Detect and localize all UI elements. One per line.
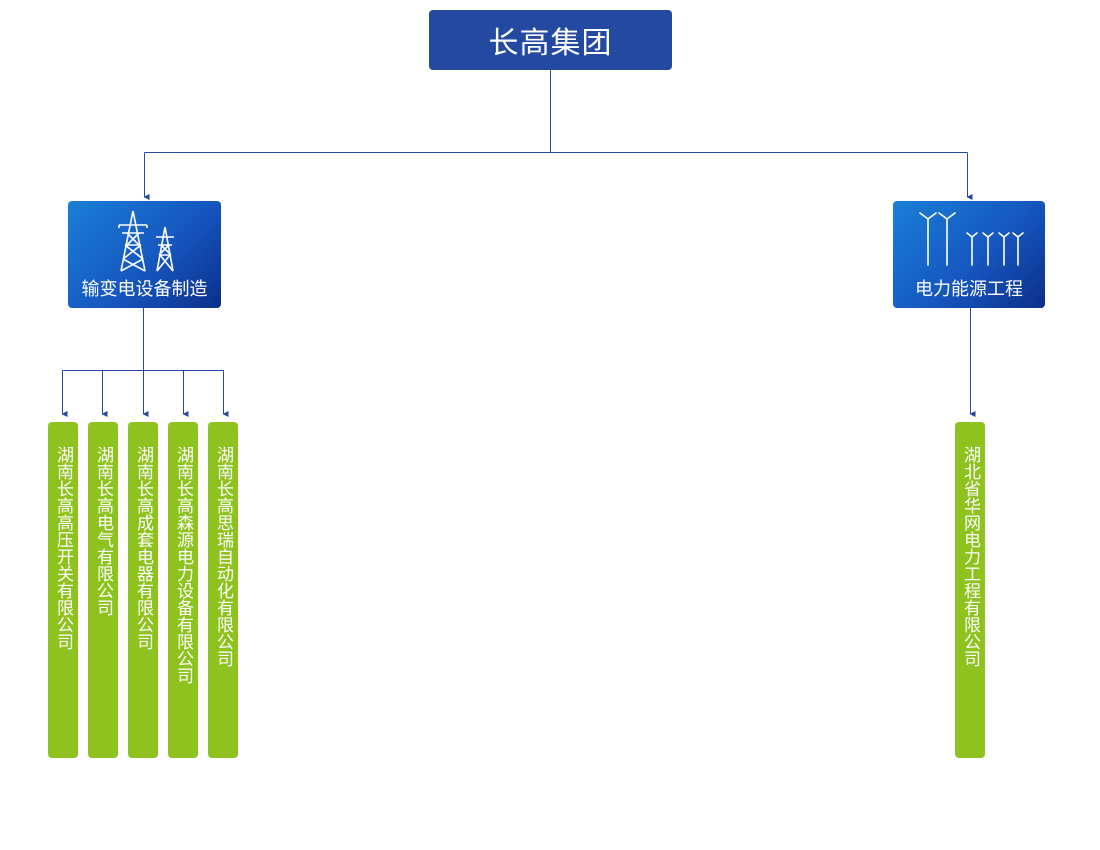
- subsidiary-node: 湖南长高高压开关有限公司: [48, 422, 78, 758]
- subsidiary-label: 湖南长高电气有限公司: [93, 446, 113, 616]
- subsidiary-label: 湖北省华网电力工程有限公司: [960, 446, 980, 667]
- subsidiary-label: 湖南长高高压开关有限公司: [53, 446, 73, 650]
- division-node-transmission: 输变电设备制造: [68, 201, 221, 308]
- division-node-power-energy: 电力能源工程: [893, 201, 1045, 308]
- subsidiary-node: 湖北省华网电力工程有限公司: [955, 422, 985, 758]
- subsidiary-node: 湖南长高电气有限公司: [88, 422, 118, 758]
- subsidiary-node: 湖南长高思瑞自动化有限公司: [208, 422, 238, 758]
- wind-turbine-icon: [893, 209, 1045, 273]
- subsidiary-node: 湖南长高成套电器有限公司: [128, 422, 158, 758]
- transmission-tower-icon: [68, 209, 221, 273]
- root-node: 长高集团: [429, 10, 672, 70]
- division-label: 输变电设备制造: [81, 279, 208, 300]
- division-label: 电力能源工程: [915, 279, 1023, 300]
- subsidiary-label: 湖南长高森源电力设备有限公司: [173, 446, 193, 684]
- subsidiary-label: 湖南长高成套电器有限公司: [133, 446, 153, 650]
- subsidiary-node: 湖南长高森源电力设备有限公司: [168, 422, 198, 758]
- root-label: 长高集团: [488, 26, 613, 61]
- subsidiary-label: 湖南长高思瑞自动化有限公司: [213, 446, 233, 667]
